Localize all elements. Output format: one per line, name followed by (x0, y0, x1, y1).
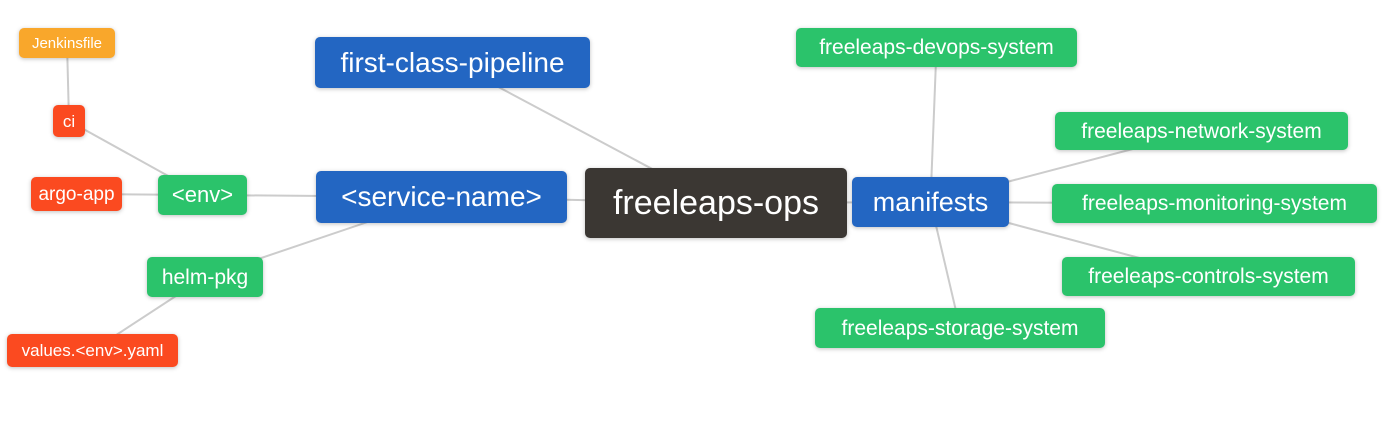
node-label: ci (62, 111, 76, 131)
node-freeleaps-network-system[interactable]: freeleaps-network-system (1055, 112, 1348, 150)
node-values-env-yaml[interactable]: values.<env>.yaml (7, 334, 178, 367)
node-helm-pkg[interactable]: helm-pkg (147, 257, 263, 297)
node-label: Jenkinsfile (31, 34, 103, 52)
node-argo-app[interactable]: argo-app (31, 177, 122, 211)
node-manifests[interactable]: manifests (852, 177, 1009, 227)
node-label: helm-pkg (161, 265, 249, 289)
node-freeleaps-controls-system[interactable]: freeleaps-controls-system (1062, 257, 1355, 296)
node-service-name[interactable]: <service-name> (316, 171, 567, 223)
edge-manifests-freeleaps-devops-system (929, 47, 938, 203)
node-label: values.<env>.yaml (21, 341, 164, 360)
node-freeleaps-devops-system[interactable]: freeleaps-devops-system (796, 28, 1077, 67)
node-label: freeleaps-controls-system (1088, 265, 1329, 288)
node-label: freeleaps-ops (612, 184, 819, 222)
node-label: freeleaps-monitoring-system (1082, 192, 1347, 215)
node-freeleaps-storage-system[interactable]: freeleaps-storage-system (815, 308, 1105, 348)
node-jenkinsfile[interactable]: Jenkinsfile (19, 28, 115, 58)
node-label: freeleaps-devops-system (819, 36, 1054, 59)
node-label: freeleaps-storage-system (841, 316, 1079, 340)
node-label: manifests (872, 186, 989, 217)
node-label: freeleaps-network-system (1081, 119, 1322, 143)
node-env[interactable]: <env> (158, 175, 247, 215)
node-ci[interactable]: ci (53, 105, 85, 137)
node-label: <service-name> (341, 181, 542, 212)
node-first-class-pipeline[interactable]: first-class-pipeline (315, 37, 590, 88)
node-label: first-class-pipeline (340, 46, 565, 78)
node-label: argo-app (38, 183, 115, 205)
node-label: <env> (171, 182, 234, 207)
node-freeleaps-ops[interactable]: freeleaps-ops (585, 168, 847, 238)
node-freeleaps-monitoring-system[interactable]: freeleaps-monitoring-system (1052, 184, 1377, 223)
